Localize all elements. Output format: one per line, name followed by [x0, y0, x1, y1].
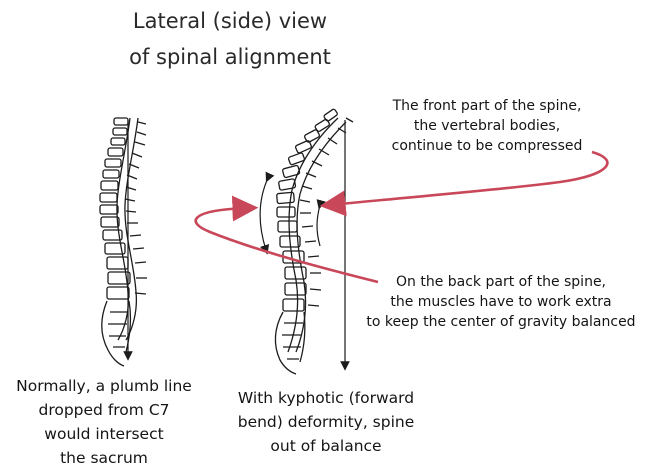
front-annotation-arrow [330, 152, 607, 205]
normal-sacrum [102, 301, 131, 366]
back-annotation-line-1: On the back part of the spine, [352, 272, 650, 292]
front-annotation-line-1: The front part of the spine, [362, 96, 612, 116]
back-annotation-line-3: to keep the center of gravity balanced [352, 312, 650, 332]
kyphotic-caption-line-1: With kyphotic (forward [226, 386, 426, 410]
normal-caption-line-2: dropped from C7 [4, 398, 204, 422]
front-annotation-line-2: the vertebral bodies, [362, 116, 612, 136]
kyphotic-caption-line-2: bend) deformity, spine [226, 410, 426, 434]
normal-spine [100, 118, 147, 366]
back-annotation-arrow [196, 208, 378, 282]
normal-caption-line-3: would intersect [4, 422, 204, 446]
kyphotic-sacrum [275, 312, 304, 374]
back-annotation-line-2: the muscles have to work extra [352, 292, 650, 312]
back-annotation: On the back part of the spine, the muscl… [352, 272, 650, 332]
normal-caption-line-1: Normally, a plumb line [4, 374, 204, 398]
normal-caption: Normally, a plumb line dropped from C7 w… [4, 374, 204, 470]
kyphotic-spine [275, 109, 353, 374]
normal-caption-line-4: the sacrum [4, 446, 204, 470]
front-annotation-line-3: continue to be compressed [362, 136, 612, 156]
kyphotic-caption-line-3: out of balance [226, 434, 426, 458]
front-annotation: The front part of the spine, the vertebr… [362, 96, 612, 156]
kyphotic-caption: With kyphotic (forward bend) deformity, … [226, 386, 426, 458]
